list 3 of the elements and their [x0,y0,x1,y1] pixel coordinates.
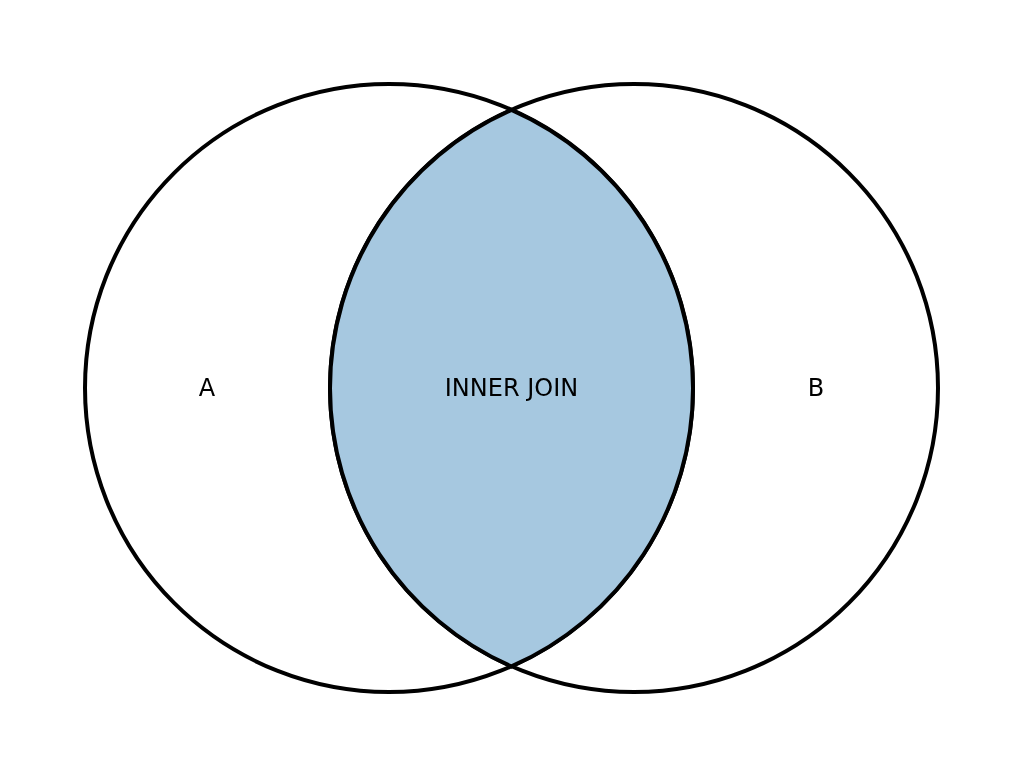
set-label: B [807,374,825,402]
set-label: INNER JOIN [444,374,579,402]
set-label: A [198,374,216,402]
